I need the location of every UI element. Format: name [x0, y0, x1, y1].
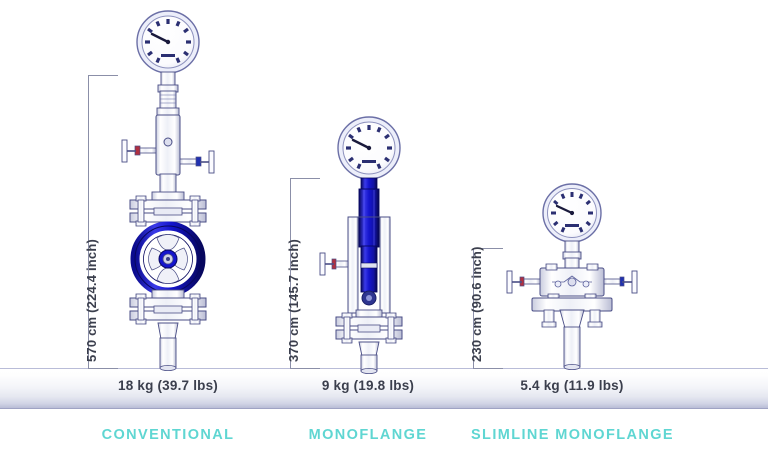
lower-flange-pair — [129, 289, 207, 325]
handle-left-conventional — [121, 139, 157, 163]
weight-label-slimline: 5.4 kg (11.9 lbs) — [520, 378, 624, 393]
caption-monoflange: MONOFLANGE — [308, 427, 428, 443]
blue-riser-stem — [358, 177, 380, 293]
pressure-gauge-icon — [136, 10, 200, 74]
process-stub — [157, 322, 179, 371]
dimension-bracket-slimline — [473, 248, 503, 369]
dimension-bracket-conventional — [88, 75, 118, 369]
handle-right-conventional — [179, 150, 215, 174]
assembly-slimline-monoflange — [500, 180, 644, 376]
dimension-label-slimline: 230 cm (90.6 inch) — [469, 246, 484, 362]
handle-left-slimline — [506, 270, 541, 294]
weight-label-monoflange: 9 kg (19.8 lbs) — [321, 378, 415, 393]
dimension-bracket-monoflange — [290, 178, 320, 369]
slimline-block-body — [539, 263, 605, 301]
monoflange-block-body — [347, 216, 391, 314]
dimension-label-monoflange: 370 cm (145.7 inch) — [286, 238, 301, 362]
assembly-monoflange — [316, 110, 422, 376]
blue-handwheel — [130, 221, 206, 297]
handle-right-slimline — [603, 270, 638, 294]
pressure-gauge-icon — [542, 183, 602, 243]
process-stub — [358, 341, 380, 374]
upper-flange-pair — [129, 191, 207, 227]
pressure-gauge-icon — [337, 116, 401, 180]
single-flange — [531, 297, 613, 328]
flange-pair — [335, 309, 403, 344]
assembly-conventional — [108, 4, 232, 376]
caption-conventional: CONVENTIONAL — [101, 427, 235, 443]
weight-label-conventional: 18 kg (39.7 lbs) — [118, 378, 218, 393]
handle-monoflange — [319, 252, 349, 276]
caption-slimline: SLIMLINE MONOFLANGE — [470, 427, 674, 443]
ground-highlight — [0, 369, 768, 379]
process-stub — [559, 309, 585, 370]
dimension-label-conventional: 570 cm (224.4 inch) — [84, 238, 99, 362]
